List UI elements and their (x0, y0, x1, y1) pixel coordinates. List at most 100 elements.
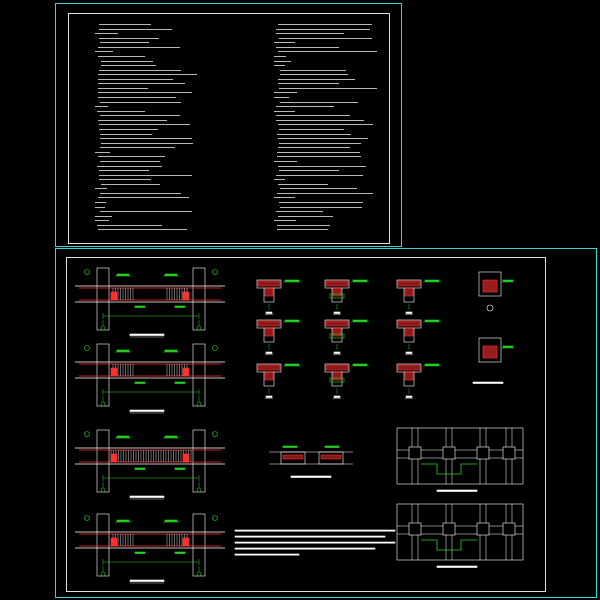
note-line (234, 529, 396, 532)
section-plate (329, 333, 345, 339)
note-line (98, 87, 148, 89)
note-line (274, 60, 292, 62)
note-line (277, 229, 329, 231)
hatch-block (182, 367, 190, 377)
note-line (234, 541, 396, 544)
section-hatch (332, 327, 342, 337)
note-line (274, 197, 295, 199)
plan-column (502, 522, 516, 536)
note-line (276, 106, 334, 108)
section-marker (84, 431, 90, 437)
detail-title (129, 333, 165, 336)
section-hatch (397, 364, 421, 371)
section-hatch (404, 327, 414, 337)
section-hatch (325, 364, 349, 371)
annotation-text (424, 363, 440, 366)
note-line (100, 65, 157, 67)
section-hatch (264, 287, 274, 297)
notes-column-left (95, 24, 215, 234)
note-line (278, 87, 378, 89)
plan-column (442, 446, 456, 460)
section-hatch (257, 320, 281, 327)
note-line (98, 124, 190, 126)
column-hatch (482, 345, 498, 359)
section-hatch (332, 371, 342, 381)
annotation-text (352, 279, 368, 282)
note-line (276, 211, 323, 213)
section-marker (84, 269, 90, 275)
annotation-text (134, 467, 146, 470)
hatch-block (110, 367, 118, 377)
section-title (405, 395, 413, 398)
annotation-text (164, 349, 178, 352)
notes-frame (68, 13, 390, 244)
annotation-text (134, 305, 146, 308)
note-line (277, 192, 373, 194)
note-line (277, 183, 329, 185)
beam-block (280, 451, 306, 465)
section-hatch (257, 364, 281, 371)
section-hatch (264, 371, 274, 381)
section-marker (212, 269, 218, 275)
annotation-text (116, 273, 130, 276)
section-detail (396, 279, 441, 315)
note-line (278, 78, 356, 80)
section-hatch (264, 327, 274, 337)
note-line (277, 165, 366, 167)
axis-marker (100, 401, 106, 407)
note-line (98, 28, 172, 30)
note-line (274, 42, 296, 44)
note-line (98, 229, 187, 231)
details-drawing (75, 267, 524, 584)
section-title (265, 351, 273, 354)
note-line (100, 101, 181, 103)
column-outline (478, 271, 502, 297)
note-line (274, 110, 296, 112)
beam-hatch (282, 454, 304, 460)
note-line (276, 46, 340, 48)
plan-outline (396, 427, 524, 485)
section-detail (324, 319, 369, 355)
note-line (276, 28, 371, 30)
annotation-text (164, 273, 178, 276)
plan-column (476, 446, 490, 460)
section-hatch (332, 287, 342, 297)
note-line (278, 202, 364, 204)
note-line (97, 97, 177, 99)
column-detail (478, 337, 514, 363)
note-line (276, 151, 361, 153)
annotation-text (424, 279, 440, 282)
detail-title (436, 489, 478, 492)
note-line (98, 170, 149, 172)
note-line (95, 33, 119, 35)
column-hatch (482, 279, 498, 293)
section-hatch (404, 371, 414, 381)
note-line (98, 37, 160, 39)
note-line (100, 138, 193, 140)
note-line (276, 156, 361, 158)
section-plate (329, 377, 345, 383)
note-line (279, 37, 373, 39)
note-line (95, 51, 114, 53)
detail-title (436, 565, 478, 568)
column-detail (478, 271, 514, 312)
section-hatch (397, 320, 421, 327)
note-line (98, 119, 168, 121)
note-line (95, 106, 109, 108)
section-marker (84, 345, 90, 351)
section-detail (256, 319, 301, 355)
annotation-text (352, 319, 368, 322)
note-line (279, 188, 357, 190)
note-line (276, 174, 363, 176)
note-line (95, 151, 110, 153)
annotation-text (116, 435, 130, 438)
structural-details-sheet (55, 248, 597, 598)
section-hatch (257, 280, 281, 287)
section-marker (212, 431, 218, 437)
annotation-text (282, 445, 298, 448)
note-line (97, 156, 165, 158)
note-line (95, 202, 106, 204)
note-line (99, 24, 151, 25)
annotation-text (424, 319, 440, 322)
note-line (274, 179, 285, 181)
